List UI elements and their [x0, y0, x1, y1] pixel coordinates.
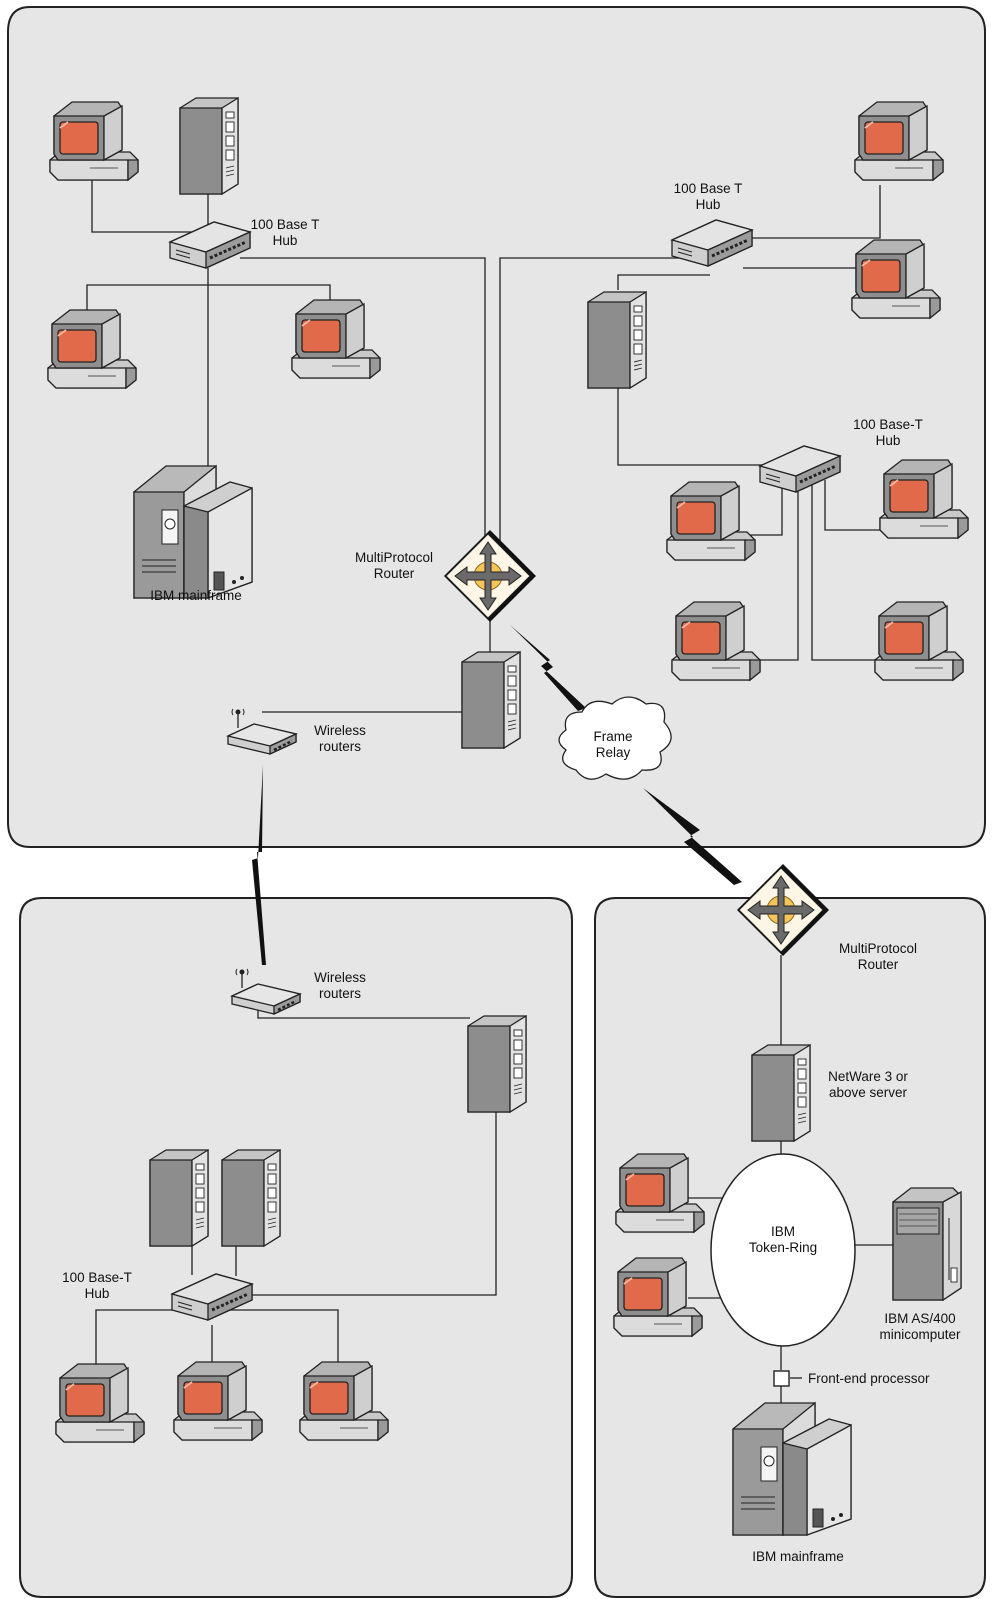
label-line: IBM: [771, 1224, 795, 1239]
label-line: routers: [319, 739, 361, 754]
lightning-link-icon: [643, 788, 742, 885]
label-line: 100 Base T: [674, 181, 743, 196]
label-line: routers: [319, 986, 361, 1001]
cloud-icon: [558, 696, 672, 780]
label-line: Front-end processor: [808, 1371, 930, 1386]
label-line: Hub: [696, 197, 721, 212]
minicomputer-icon: [892, 1187, 962, 1301]
label-mainframe-top: IBM mainframe: [150, 588, 242, 603]
mainframe-icon: [133, 465, 253, 599]
lightning-links: [252, 625, 742, 965]
label-line: Hub: [273, 233, 298, 248]
label-line: Relay: [596, 745, 631, 760]
tower-server-icon: [149, 1149, 209, 1247]
front-end-processor-box: [773, 1370, 790, 1387]
label-line: IBM mainframe: [150, 588, 242, 603]
label-line: minicomputer: [879, 1327, 961, 1342]
label-line: Wireless: [314, 723, 366, 738]
mainframe-icon: [732, 1402, 852, 1536]
lightning-link-icon: [510, 625, 586, 711]
tower-server-icon: [467, 1015, 527, 1113]
label-mainframe-bottom: IBM mainframe: [752, 1549, 844, 1564]
label-line: IBM AS/400: [884, 1311, 955, 1326]
lightning-link-icon: [252, 765, 266, 965]
label-line: Hub: [85, 1286, 110, 1301]
label-line: 100 Base-T: [62, 1270, 132, 1285]
token-ring: [710, 1153, 856, 1347]
label-line: IBM mainframe: [752, 1549, 844, 1564]
label-fep: Front-end processor: [808, 1371, 930, 1386]
label-line: Frame: [593, 729, 632, 744]
tower-server-icon: [751, 1044, 811, 1142]
tower-server-icon: [587, 291, 647, 389]
tower-server-icon: [221, 1149, 281, 1247]
label-line: MultiProtocol: [355, 550, 433, 565]
label-line: 100 Base-T: [853, 417, 923, 432]
tower-server-icon: [179, 97, 239, 195]
label-line: Wireless: [314, 970, 366, 985]
label-line: 100 Base T: [251, 217, 320, 232]
label-line: above server: [829, 1085, 908, 1100]
tower-server-icon: [461, 651, 521, 749]
label-line: Token-Ring: [749, 1240, 817, 1255]
label-line: Router: [858, 957, 899, 972]
region-bottom-left: [19, 897, 573, 1598]
label-line: Router: [374, 566, 415, 581]
label-line: MultiProtocol: [839, 941, 917, 956]
label-line: Hub: [876, 433, 901, 448]
label-line: NetWare 3 or: [828, 1069, 908, 1084]
